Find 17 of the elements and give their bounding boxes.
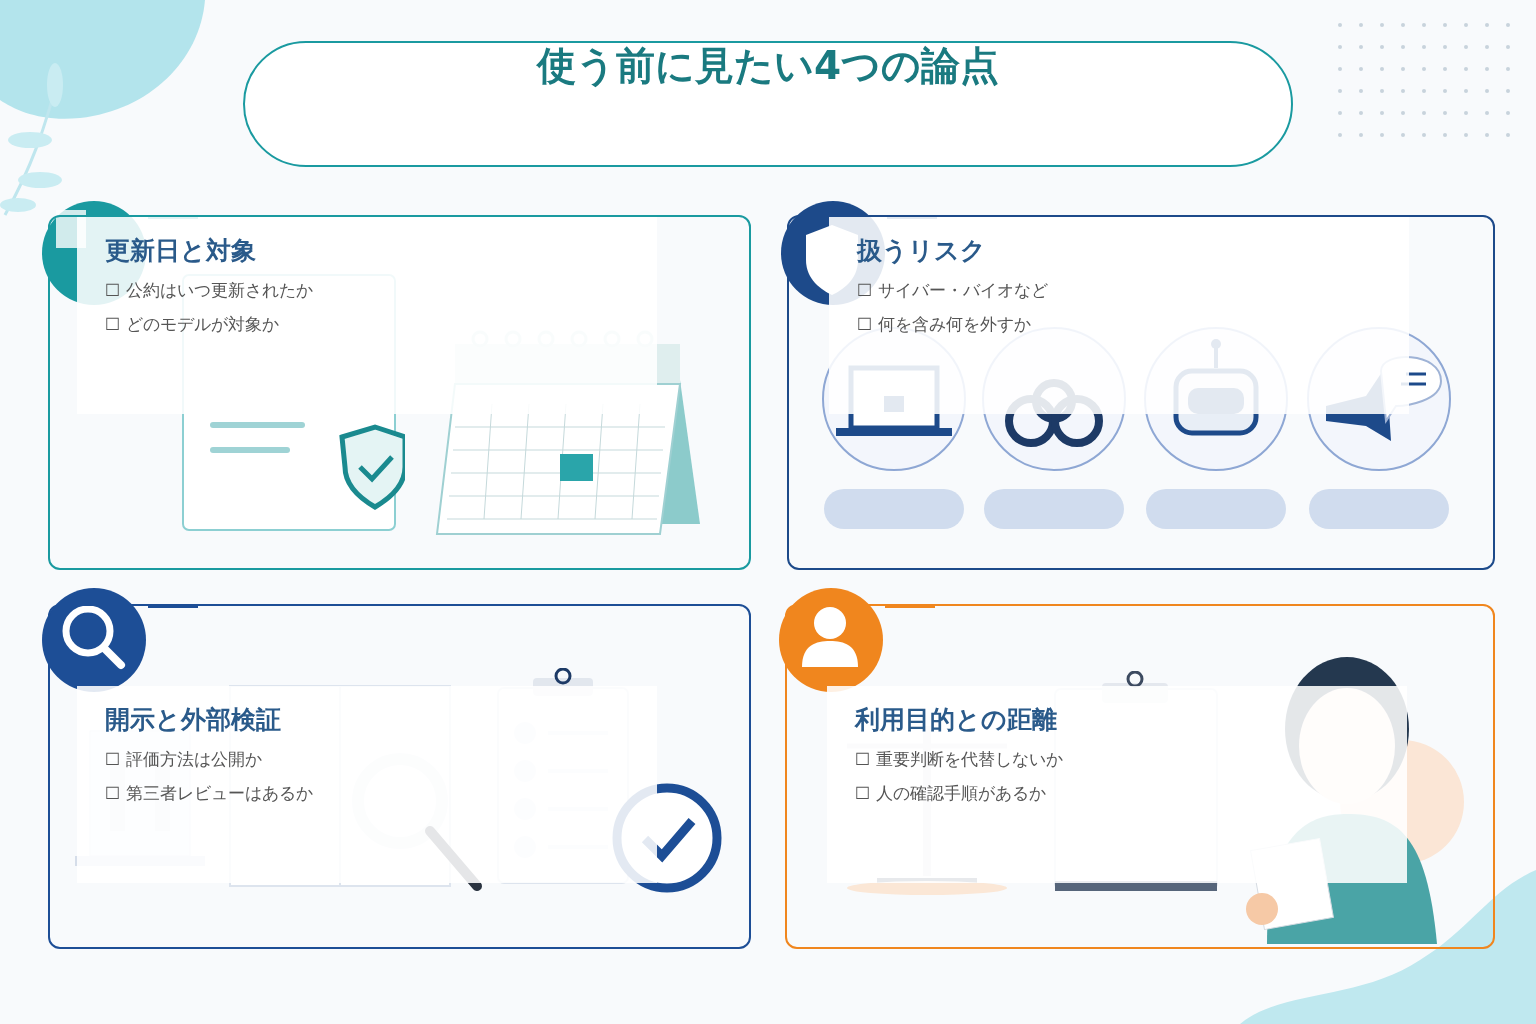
card-heading: 開示と外部検証	[105, 704, 282, 736]
card	[48, 215, 751, 570]
checklist-item: ☐ どのモデルが対象か	[105, 313, 280, 335]
title: 使う前に見たい4つの論点	[535, 43, 1001, 89]
checklist-item: ☐ サイバー・バイオなど	[857, 279, 1049, 301]
checklist-item: ☐ 第三者レビューはあるか	[105, 782, 314, 804]
checklist-item: ☐ 公約はいつ更新されたか	[105, 279, 314, 301]
checklist-item: ☐ 評価方法は公開か	[105, 748, 263, 770]
card	[785, 604, 1495, 949]
checklist-item: ☐ 重要判断を代替しないか	[855, 748, 1064, 770]
card	[787, 215, 1495, 570]
card	[48, 604, 751, 949]
card-heading: 利用目的との距離	[855, 704, 1058, 736]
card-heading: 更新日と対象	[105, 235, 257, 267]
card-heading: 扱うリスク	[857, 235, 987, 267]
checklist-item: ☐ 人の確認手順があるか	[855, 782, 1047, 804]
checklist-item: ☐ 何を含み何を外すか	[857, 313, 1032, 335]
